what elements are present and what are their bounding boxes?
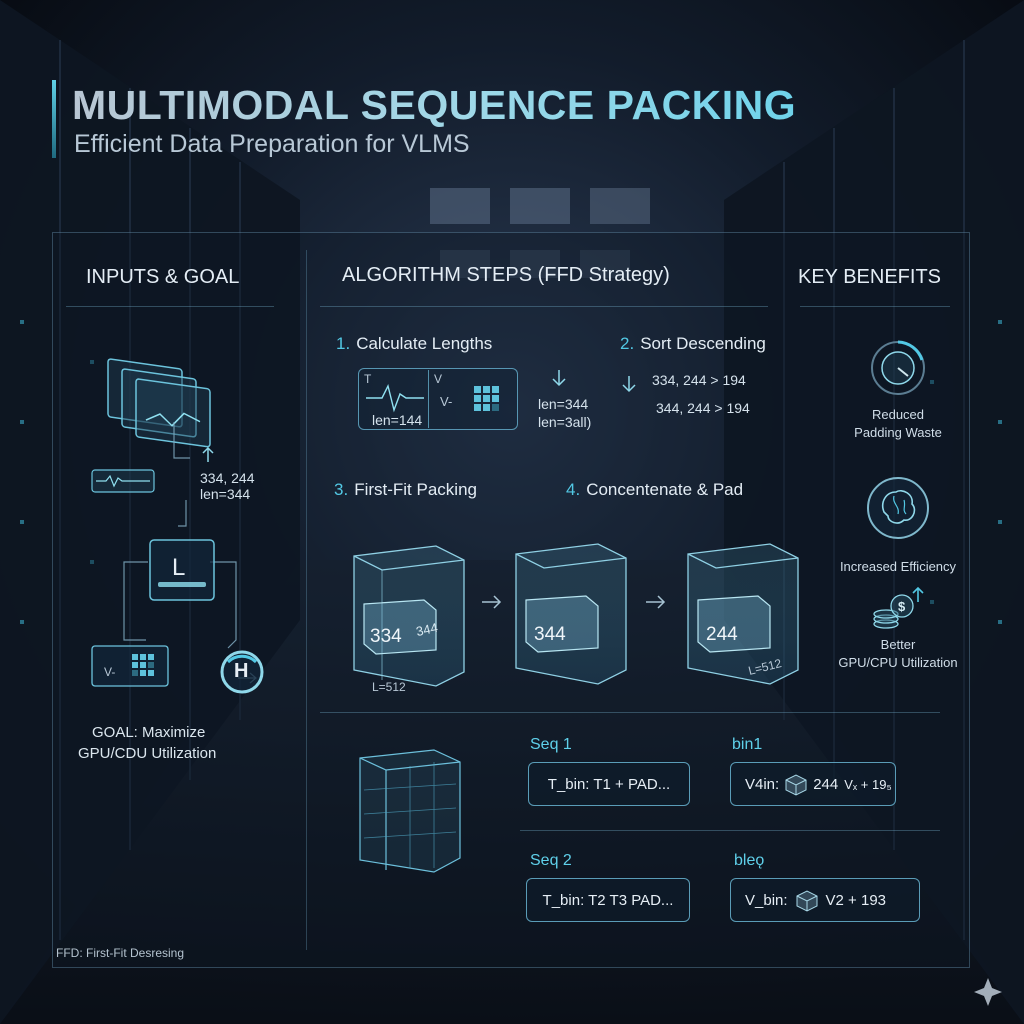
video-frame-label: V- <box>104 665 116 679</box>
step-4-title: 4.Concentenate & Pad <box>566 480 744 499</box>
benefit-3-text: Better GPU/CPU Utilization <box>818 636 978 672</box>
seq-2-text: T_bin: T2 T3 PAD... <box>542 891 674 909</box>
hub-circle-icon <box>220 650 264 694</box>
step-1-v-corner: V <box>434 372 443 386</box>
benefit-3-line-2: GPU/CPU Utilization <box>838 655 958 670</box>
page-subtitle: Efficient Data Preparation for VLMS <box>74 130 470 158</box>
waveform-icon <box>366 383 424 413</box>
page-title: MULTIMODAL SEQUENCE PACKING <box>72 82 797 128</box>
bin-1-box: V4in: 244 Vₓ + 19₅ <box>730 762 896 806</box>
seq-2-label: Seq 2 <box>530 852 572 869</box>
image-stack-icon <box>107 358 211 448</box>
bin-2-prefix: V_bin: <box>745 891 788 909</box>
gauge-icon <box>871 340 925 395</box>
step-1-card-graphics <box>366 383 499 413</box>
benefit-2-text: Increased Efficiency <box>818 558 978 576</box>
bin-1-suffix: Vₓ + 19₅ <box>844 776 892 792</box>
length-box <box>149 539 215 601</box>
bin-1-value-text: 244 <box>813 775 839 793</box>
steps-divider <box>320 306 768 307</box>
waveform-card-icon <box>91 469 155 493</box>
bin-3-block <box>697 595 771 653</box>
benefit-2-line-1: Increased Efficiency <box>839 559 957 574</box>
inputs-divider <box>66 306 274 307</box>
cube-icon <box>785 774 807 796</box>
benefits-divider <box>800 306 950 307</box>
bin-1-capacity: L=512 <box>372 680 406 694</box>
step-1-down-arrow-icon <box>552 370 566 387</box>
output-divider <box>320 712 940 713</box>
step-3-title: 3.First-Fit Packing <box>334 480 477 499</box>
seq-2-box: T_bin: T2 T3 PAD... <box>526 878 690 922</box>
seq-1-text: T_bin: T1 + PAD... <box>547 775 671 793</box>
seq-divider <box>520 830 940 831</box>
bin-3 <box>687 543 799 685</box>
step-1-v-tag: V- <box>440 394 453 409</box>
step-2-title: 2.Sort Descending <box>620 334 766 353</box>
benefit-1-text: Reduced Padding Waste <box>818 406 978 442</box>
bin-2-box: V_bin: V2 + 193 <box>730 878 920 922</box>
bin-1-block <box>363 599 437 655</box>
input-length-note-1: 334, 244 <box>200 470 255 486</box>
video-frame-card <box>91 645 169 687</box>
input-length-note-2: len=344 <box>200 486 251 502</box>
step-1-modality-card <box>358 368 518 430</box>
bin-2-label: bleǫ <box>734 852 765 869</box>
goal-line-1: GOAL: Maximize <box>92 724 206 741</box>
benefit-1-line-2: Padding Waste <box>854 425 942 440</box>
bin-2-value: 344 <box>534 624 566 645</box>
benefits-heading: KEY BENEFITS <box>798 266 942 288</box>
step-2-sorted-line-1: 334, 244 > 194 <box>652 372 746 388</box>
step-1-t-tag: T <box>364 372 372 386</box>
inputs-flow-diagram <box>91 358 264 694</box>
algorithm-heading: ALGORITHM STEPS (FFD Strategy) <box>342 264 670 286</box>
seq-1-box: T_bin: T1 + PAD... <box>528 762 690 806</box>
bin-1 <box>353 545 465 687</box>
cube-icon <box>796 890 818 912</box>
step-1-card-divider <box>428 370 429 428</box>
seq-1-label: Seq 1 <box>530 736 572 753</box>
bin-2-suffix: V2 + 193 <box>825 891 887 909</box>
footnote: FFD: First-Fit Desresing <box>56 946 185 960</box>
bin-arrow-1 <box>482 595 502 609</box>
image-grid-icon <box>474 386 499 411</box>
step-1-output-1: len=344 <box>538 396 589 412</box>
step-1-len-label: len=144 <box>372 412 423 428</box>
length-box-letter: L <box>172 554 186 581</box>
hub-letter: H <box>234 660 249 682</box>
coins-icon: $ <box>873 586 924 629</box>
title-accent-bar <box>52 80 56 158</box>
up-arrow-icon <box>202 446 214 462</box>
goal-line-2: GPU/CDU Utilization <box>78 745 217 762</box>
bin-1-label: bin1 <box>732 736 763 753</box>
bin-1-value: 334 <box>370 626 402 647</box>
bin-3-value: 244 <box>706 624 738 645</box>
step-1-output-2: len=3all) <box>538 414 592 430</box>
bin-1-prefix: V4in: <box>745 775 780 793</box>
benefit-3-line-1: Better <box>880 637 916 652</box>
bin-2-block <box>525 595 599 653</box>
svg-text:$: $ <box>898 599 906 614</box>
benefit-1-line-1: Reduced <box>871 407 925 422</box>
brain-icon <box>867 477 929 539</box>
bin-2 <box>515 543 627 685</box>
step-1-title: 1.Calculate Lengths <box>336 334 493 353</box>
inputs-heading: INPUTS & GOAL <box>86 266 240 288</box>
packed-bin-wireframe-icon <box>359 749 461 873</box>
packing-bins-diagram <box>353 543 799 687</box>
step-2-sorted-line-2: 344, 244 > 194 <box>656 400 750 416</box>
bin-arrow-2 <box>646 595 666 609</box>
column-separator-left <box>306 250 307 950</box>
step-2-down-arrow-icon <box>622 376 636 393</box>
